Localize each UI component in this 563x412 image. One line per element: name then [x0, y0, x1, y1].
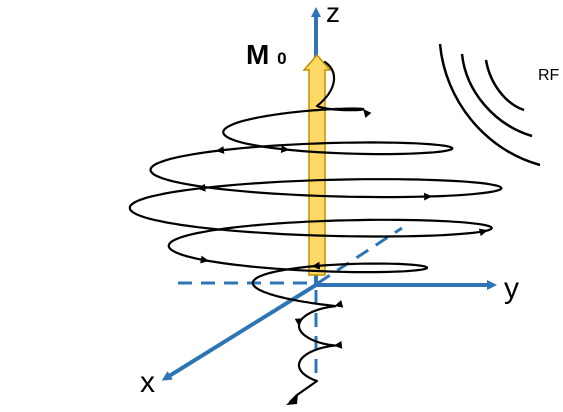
x-axis: [161, 283, 318, 381]
spiral-direction-arrows: [197, 109, 488, 405]
rf-waves: [438, 43, 541, 167]
magnetization-label-main: M: [246, 39, 269, 70]
y-axis-label: y: [504, 272, 519, 305]
spiral-arrowhead: [363, 109, 372, 118]
spiral-arrowhead: [424, 192, 433, 201]
magnetization-label-sub: 0: [277, 49, 286, 68]
precession-spiral: [128, 60, 503, 404]
spiral-arrowhead: [215, 146, 225, 154]
spiral-arrowhead: [311, 261, 321, 270]
spiral-arrowhead: [478, 228, 488, 237]
spiral-arrowhead: [200, 255, 209, 264]
magnetization-label: M 0: [246, 39, 287, 70]
spiral-arrowhead: [334, 300, 344, 308]
rf-label: RF: [538, 67, 560, 84]
spiral-tail-arrowhead: [286, 394, 298, 405]
magnetization-vector: [302, 53, 332, 276]
y-axis-back-dashed: [317, 226, 403, 285]
z-axis-label: z: [326, 0, 340, 28]
spiral-arrowhead: [280, 145, 290, 153]
spiral-arrowhead: [294, 318, 303, 327]
x-axis-label: x: [140, 366, 155, 399]
rf-wave-middle: [460, 53, 533, 138]
spiral-arrowhead: [333, 340, 343, 349]
dashed-axis-extensions: [178, 226, 403, 382]
spiral-arrowhead: [197, 183, 206, 192]
rf-wave-outer: [438, 43, 541, 167]
rf-wave-inner: [484, 59, 525, 112]
